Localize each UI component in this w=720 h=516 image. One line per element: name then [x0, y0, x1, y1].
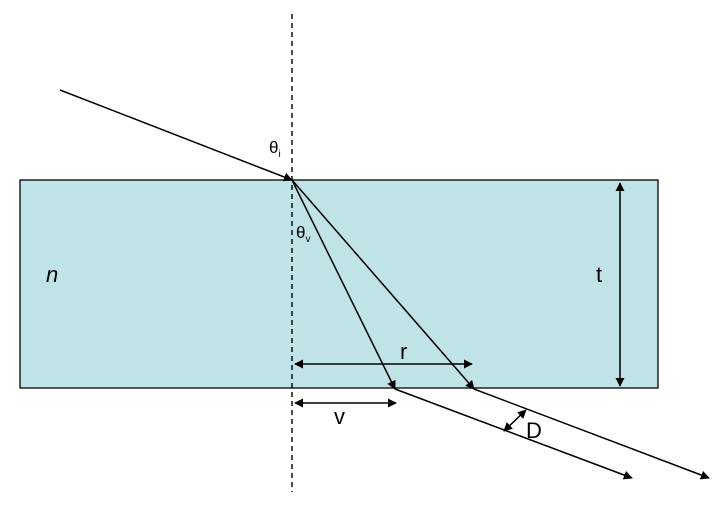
refracted-ray-other	[291, 179, 475, 390]
refractive-index-label: n	[46, 262, 58, 287]
theta-i-label: θi	[269, 138, 281, 160]
d-label: D	[526, 418, 542, 443]
glass-slab	[19, 179, 659, 389]
theta-v-label: θv	[296, 223, 310, 245]
v-label: v	[334, 404, 345, 429]
emergent-ray-visible	[394, 388, 633, 480]
refracted-ray-visible	[291, 179, 396, 390]
incident-ray	[59, 89, 293, 182]
thickness-label: t	[596, 262, 602, 287]
emergent-ray-other	[473, 388, 710, 480]
r-label: r	[400, 339, 407, 364]
d-arrow	[503, 409, 527, 432]
